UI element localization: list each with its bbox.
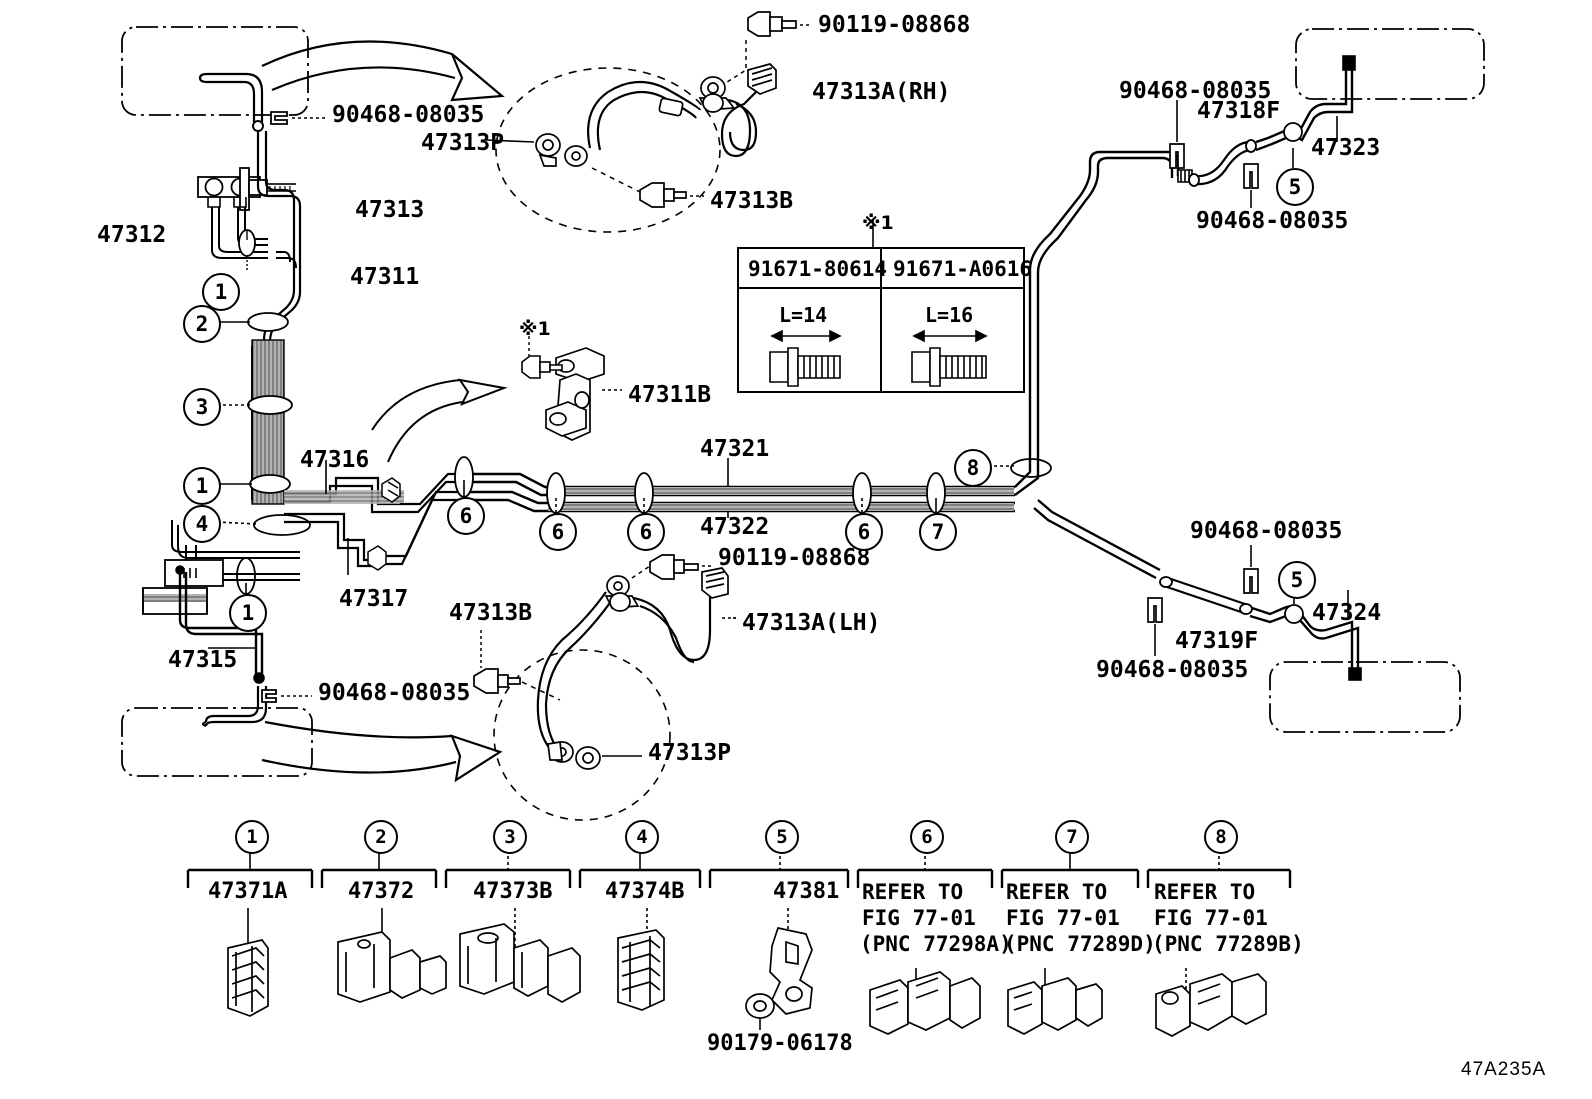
callout-90468-top-right: 90468-08035 (1119, 78, 1272, 104)
callout-47313: 47313 (355, 197, 425, 223)
callout-47313a-lh: 47313A(LH) (742, 610, 881, 636)
callout-90468-bottom-right: 90468-08035 (1190, 518, 1343, 544)
legend-label-refer-7: REFER TO FIG 77-01 (PNC 77289D) (1004, 879, 1158, 957)
callout-90468-top-left: 90468-08035 (332, 102, 485, 128)
circle-marker-1b: 1 (183, 467, 221, 505)
callout-47318f: 47318F (1197, 98, 1281, 124)
legend-label-refer-6: REFER TO FIG 77-01 (PNC 77298A) (860, 879, 1014, 957)
callout-47313b-top: 47313B (710, 188, 794, 214)
figure-code: 47A235A (1461, 1059, 1547, 1080)
legend-circle-8: 8 (1204, 820, 1238, 854)
note-table-length-2: L=16 (925, 303, 974, 327)
legend-label-90179-06178: 90179-06178 (707, 1031, 853, 1056)
legend-circle-2: 2 (364, 820, 398, 854)
circle-marker-6c: 6 (627, 513, 665, 551)
legend-label-47374b: 47374B (605, 879, 685, 904)
legend-circle-7: 7 (1055, 820, 1089, 854)
callout-47321: 47321 (700, 436, 770, 462)
circle-marker-2: 2 (183, 305, 221, 343)
callout-47311: 47311 (350, 264, 420, 290)
callout-47313p-bottom: 47313P (648, 740, 732, 766)
refer-line-1-6: REFER TO (862, 880, 964, 904)
note-table-part-1: 91671-80614 (748, 257, 888, 281)
legend-label-refer-8: REFER TO FIG 77-01 (PNC 77289B) (1152, 879, 1306, 957)
circle-marker-1c: 1 (229, 594, 267, 632)
legend-circle-6: 6 (910, 820, 944, 854)
callout-90468-bottom-right-2: 90468-08035 (1096, 657, 1249, 683)
callout-47319f: 47319F (1175, 628, 1259, 654)
legend-label-47373b: 47373B (473, 879, 553, 904)
callout-90119-bottom: 90119-08868 (718, 545, 871, 571)
note-table-part-2: 91671-A0616 (893, 257, 1033, 281)
refer-line-3-8: (PNC 77289B) (1152, 932, 1304, 956)
callout-47311b: 47311B (628, 382, 712, 408)
refer-line-2-8: FIG 77-01 (1154, 906, 1268, 930)
callout-90119-top: 90119-08868 (818, 12, 971, 38)
circle-marker-6a: 6 (447, 497, 485, 535)
callout-47313p-top: 47313P (421, 130, 505, 156)
refer-line-1-8: REFER TO (1154, 880, 1256, 904)
refer-line-2-6: FIG 77-01 (862, 906, 976, 930)
callout-47313a-rh: 47313A(RH) (812, 79, 951, 105)
callout-47324: 47324 (1312, 600, 1382, 626)
legend-label-47381: 47381 (773, 879, 840, 904)
refer-line-1-7: REFER TO (1006, 880, 1108, 904)
callout-47322: 47322 (700, 514, 770, 540)
circle-marker-6b: 6 (539, 513, 577, 551)
refer-line-3-6: (PNC 77298A) (860, 932, 1012, 956)
circle-marker-4: 4 (183, 505, 221, 543)
callout-47315: 47315 (168, 647, 238, 673)
legend-circle-4: 4 (625, 820, 659, 854)
callout-90468-bottom-left: 90468-08035 (318, 680, 471, 706)
legend-circle-5: 5 (765, 820, 799, 854)
callout-90468-top-right-2: 90468-08035 (1196, 208, 1349, 234)
circle-marker-6d: 6 (845, 513, 883, 551)
circle-marker-5-top: 5 (1276, 168, 1314, 206)
callout-47313b-bottom: 47313B (449, 600, 533, 626)
callout-47323: 47323 (1311, 135, 1381, 161)
callout-47316: 47316 (300, 447, 370, 473)
circle-marker-5-bottom: 5 (1278, 561, 1316, 599)
circle-marker-3: 3 (183, 388, 221, 426)
note-table-length-1: L=14 (779, 303, 828, 327)
refer-line-3-7: (PNC 77289D) (1004, 932, 1156, 956)
legend-label-47372: 47372 (348, 879, 415, 904)
note-marker-bracket: ※1 (519, 318, 551, 340)
legend-circle-1: 1 (235, 820, 269, 854)
callout-47312: 47312 (97, 222, 167, 248)
legend-circle-3: 3 (493, 820, 527, 854)
circle-marker-8: 8 (954, 449, 992, 487)
refer-line-2-7: FIG 77-01 (1006, 906, 1120, 930)
note-marker-table: ※1 (862, 212, 894, 234)
circle-marker-1a: 1 (202, 273, 240, 311)
circle-marker-7: 7 (919, 513, 957, 551)
callout-47317: 47317 (339, 586, 409, 612)
legend-label-47371a: 47371A (208, 879, 288, 904)
